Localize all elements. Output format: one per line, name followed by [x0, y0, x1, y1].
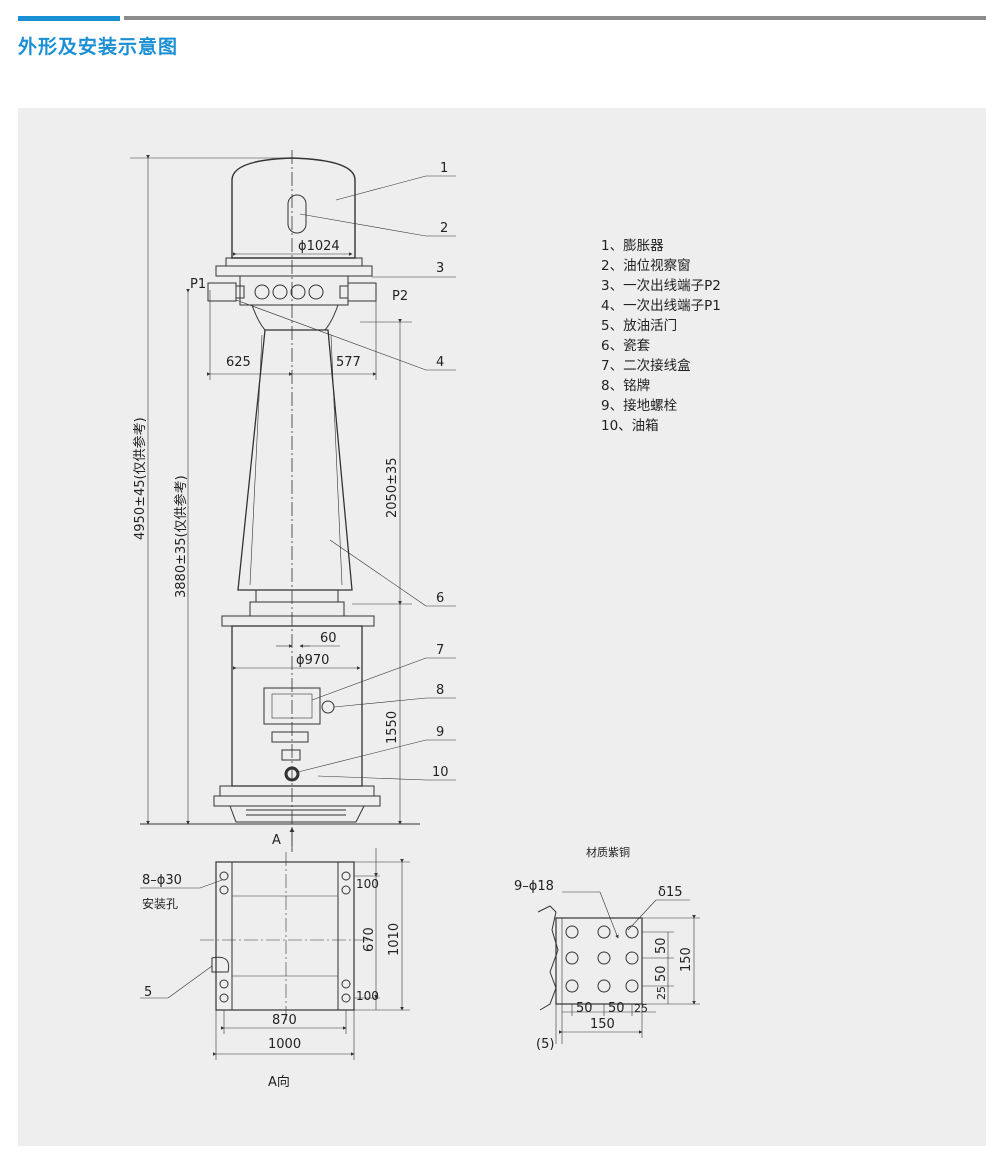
legend-item: 3、一次出线端子P2	[601, 278, 721, 294]
dim-60: 60	[320, 631, 337, 646]
dim-height-3880: 3880±35(仅供参考)	[173, 475, 189, 598]
dim-100-top: 100	[356, 877, 379, 891]
legend-item: 7、二次接线盒	[601, 358, 691, 374]
callout-7: 7	[436, 643, 444, 658]
header-rule	[124, 16, 986, 20]
dim-2050: 2050±35	[385, 457, 400, 518]
dim-top-diameter: ϕ1024	[298, 239, 340, 254]
dim-577: 577	[336, 355, 361, 370]
callout-2: 2	[440, 221, 448, 236]
callout-6: 6	[436, 591, 444, 606]
dim-tank-diameter: ϕ970	[296, 653, 329, 668]
legend-item: 10、油箱	[601, 418, 659, 434]
callout-8: 8	[436, 683, 444, 698]
page-title: 外形及安装示意图	[18, 36, 179, 58]
dim-total-height: 4950±45(仅供参考)	[132, 417, 148, 540]
dim-870: 870	[272, 1013, 297, 1028]
callout-1: 1	[440, 161, 448, 176]
terminal-p1-label: P1	[190, 277, 206, 292]
legend-item: 9、接地螺栓	[601, 398, 678, 414]
callout-4: 4	[436, 355, 444, 370]
header-accent-bar	[18, 16, 120, 21]
dim-1550: 1550	[385, 711, 400, 744]
legend-item: 6、瓷套	[601, 338, 651, 354]
dim-670: 670	[362, 927, 377, 952]
legend-item: 8、铭牌	[601, 378, 651, 394]
callout-9: 9	[436, 725, 444, 740]
thickness-label: δ15	[658, 885, 683, 900]
callout-10: 10	[432, 765, 449, 780]
callout-3: 3	[436, 261, 444, 276]
dim-v-150: 150	[679, 947, 694, 972]
transformer-elevation	[130, 150, 456, 852]
mounting-holes-caption: 安装孔	[142, 896, 178, 911]
view-arrow-label: A	[272, 833, 281, 848]
parts-legend: 1、膨胀器 2、油位视察窗 3、一次出线端子P2 4、一次出线端子P1 5、放油…	[601, 236, 721, 436]
legend-item: 5、放油活门	[601, 318, 678, 334]
view-caption: A向	[268, 1074, 290, 1090]
dim-625: 625	[226, 355, 251, 370]
dim-h-150: 150	[590, 1017, 615, 1032]
base-plan-view	[140, 848, 410, 1060]
dim-h-50-left: 50	[576, 1001, 593, 1016]
dim-5: (5)	[536, 1037, 554, 1052]
material-note: 材质紫铜	[586, 845, 630, 859]
terminal-detail	[537, 891, 700, 1044]
legend-item: 2、油位视察窗	[601, 258, 691, 274]
legend-item: 1、膨胀器	[601, 238, 664, 254]
mounting-holes-label: 8–ϕ30	[142, 873, 182, 888]
dim-h-50-right: 50	[608, 1001, 625, 1016]
terminal-p2-label: P2	[392, 289, 408, 304]
terminal-holes-label: 9–ϕ18	[514, 879, 554, 894]
dim-100-bottom: 100	[356, 989, 379, 1003]
drawing-panel	[18, 108, 986, 1146]
dim-1010: 1010	[387, 923, 402, 956]
dim-v-25: 25	[655, 986, 668, 1000]
legend-item: 4、一次出线端子P1	[601, 298, 721, 314]
dim-v-50-lower: 50	[654, 965, 669, 982]
dim-1000: 1000	[268, 1037, 301, 1052]
dim-v-50-upper: 50	[654, 937, 669, 954]
callout-5: 5	[144, 985, 152, 1000]
dim-h-25: 25	[634, 1002, 648, 1015]
